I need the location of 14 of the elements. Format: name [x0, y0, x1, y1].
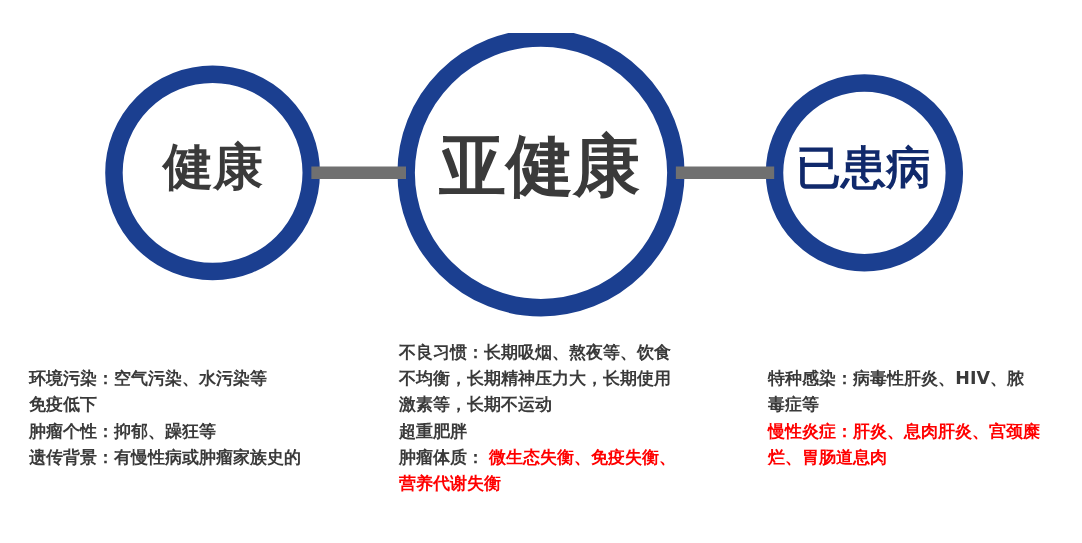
node-label: 遗传背景：有慢性病或肿瘤家族史的	[29, 446, 302, 467]
connector	[311, 166, 406, 180]
node-circle: 健康	[105, 65, 320, 281]
node-circle: 亚健康	[397, 33, 685, 317]
node-label: 超重肥胖	[398, 420, 467, 441]
node-label: 特种感染：病毒性肝炎、HIV、脓毒症等	[768, 368, 1024, 415]
node-label: 肿瘤体质：微生态失衡、免疫失衡、营养代谢失衡	[398, 446, 676, 494]
node-label: 慢性炎症：肝炎、息肉肝炎、宫颈糜烂、胃肠道息肉	[768, 420, 1041, 467]
node-label: 肿瘤个性：抑郁、躁狂等	[29, 420, 217, 441]
node-label: 免疫低下	[29, 394, 98, 415]
node-label: 环境污染：空气污染、水污染等	[29, 368, 268, 389]
connector	[675, 166, 775, 180]
node-label: 不良习惯：长期吸烟、熬夜等、饮食不均衡，长期精神压力大，长期使用激素等，长期不运动	[398, 341, 671, 415]
node-circle: 已患病	[765, 74, 964, 272]
